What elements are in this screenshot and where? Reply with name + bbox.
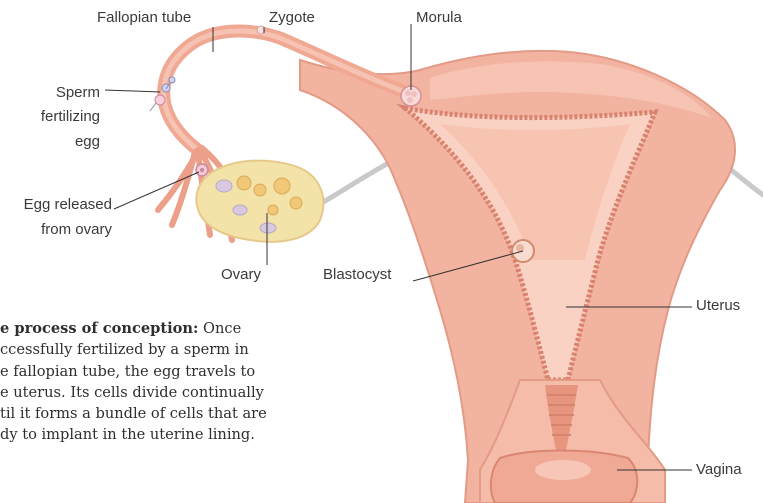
caption-line-2: ccessfully fertilized by a sperm in <box>0 339 330 360</box>
caption-line-4: e uterus. Its cells divide continually <box>0 382 330 403</box>
released-egg <box>196 164 208 176</box>
label-egg-line2: from ovary <box>0 219 112 240</box>
label-vagina: Vagina <box>696 459 742 480</box>
caption: e process of conception: Once ccessfully… <box>0 318 330 446</box>
label-ovary: Ovary <box>221 264 261 285</box>
label-uterus: Uterus <box>696 295 740 316</box>
label-blastocyst: Blastocyst <box>323 264 391 285</box>
label-sperm-line2: fertilizing <box>20 106 100 127</box>
ovary <box>196 161 323 242</box>
caption-line-1-tail: Once <box>198 320 241 337</box>
label-morula: Morula <box>416 7 462 28</box>
label-sperm-line3: egg <box>20 131 100 152</box>
label-zygote: Zygote <box>269 7 315 28</box>
caption-heading: e process of conception: <box>0 320 198 337</box>
caption-line-3: e fallopian tube, the egg travels to <box>0 361 330 382</box>
caption-line-5: til it forms a bundle of cells that are <box>0 403 330 424</box>
label-sperm-line1: Sperm <box>20 82 100 103</box>
label-fallopian-tube: Fallopian tube <box>97 7 191 28</box>
label-egg-line1: Egg released <box>0 194 112 215</box>
caption-line-6: dy to implant in the uterine lining. <box>0 424 330 445</box>
